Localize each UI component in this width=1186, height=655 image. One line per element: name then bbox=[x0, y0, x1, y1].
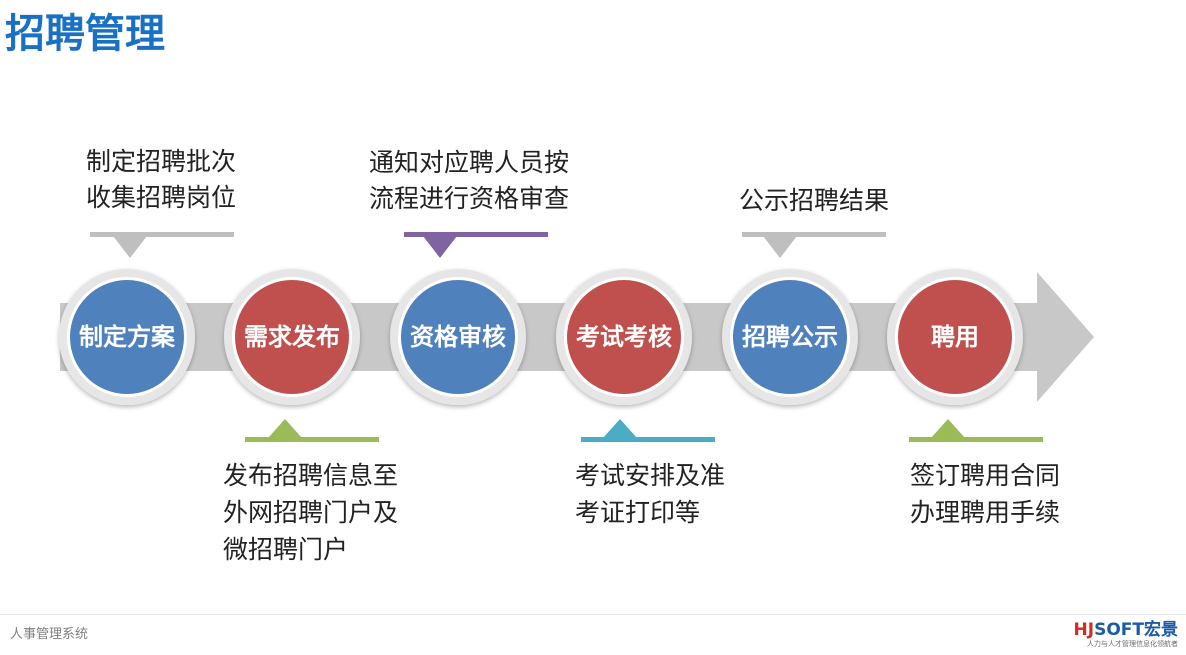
callout-pointer-3 bbox=[404, 232, 548, 258]
note-line: 公示招聘结果 bbox=[739, 186, 890, 215]
callout-bar bbox=[742, 232, 886, 237]
footer-divider bbox=[0, 614, 1186, 615]
step-label-4: 考试考核 bbox=[576, 323, 672, 351]
step-circle bbox=[733, 280, 847, 394]
step-note-5: 公示招聘结果 bbox=[739, 183, 889, 219]
note-line: 考试安排及准 bbox=[575, 461, 726, 490]
step-label-1: 制定方案 bbox=[79, 323, 175, 351]
step-note-2: 发布招聘信息至 外网招聘门户及 微招聘门户 bbox=[223, 457, 398, 568]
step-circle bbox=[567, 280, 681, 394]
note-line: 办理聘用手续 bbox=[910, 498, 1061, 527]
step-node-1 bbox=[59, 269, 195, 405]
step-circle bbox=[401, 280, 515, 394]
note-line: 通知对应聘人员按 bbox=[369, 148, 570, 177]
step-node-4 bbox=[556, 269, 692, 405]
step-node-3 bbox=[390, 269, 526, 405]
callout-pointer-1 bbox=[90, 232, 234, 258]
step-label-5: 招聘公示 bbox=[742, 323, 838, 351]
callout-triangle-down bbox=[113, 236, 147, 258]
logo-brand-red: HJ bbox=[1073, 620, 1095, 640]
callout-triangle-down bbox=[763, 236, 797, 258]
note-line: 流程进行资格审查 bbox=[369, 184, 570, 213]
step-label-3: 资格审核 bbox=[410, 323, 506, 351]
note-line: 外网招聘门户及 bbox=[223, 498, 399, 527]
logo-wordmark: HJSOFT宏景 bbox=[1074, 620, 1178, 640]
callout-triangle-up bbox=[268, 419, 302, 438]
logo-brand-cn: 宏景 bbox=[1144, 620, 1178, 640]
callout-bar bbox=[581, 437, 715, 442]
note-line: 微招聘门户 bbox=[223, 535, 349, 564]
note-line: 收集招聘岗位 bbox=[86, 183, 237, 212]
callout-bar bbox=[404, 232, 548, 237]
step-circle bbox=[235, 280, 349, 394]
footer-system-name: 人事管理系统 bbox=[10, 627, 89, 642]
step-node-5 bbox=[722, 269, 858, 405]
logo-slogan: 人力与人才管理信息化领航者 bbox=[1087, 640, 1178, 648]
callout-bar bbox=[909, 437, 1043, 442]
note-line: 考证打印等 bbox=[575, 498, 701, 527]
step-circle bbox=[898, 280, 1012, 394]
page-title: 招聘管理 bbox=[5, 11, 165, 57]
note-line: 发布招聘信息至 bbox=[223, 461, 399, 490]
callout-triangle-down bbox=[423, 236, 457, 258]
step-note-6: 签订聘用合同 办理聘用手续 bbox=[910, 457, 1060, 531]
step-label-6: 聘用 bbox=[931, 323, 979, 351]
callout-pointer-4 bbox=[581, 419, 715, 442]
step-note-4: 考试安排及准 考证打印等 bbox=[575, 457, 725, 531]
callout-pointer-6 bbox=[909, 419, 1043, 442]
callout-pointer-2 bbox=[245, 419, 379, 442]
callout-triangle-up bbox=[931, 419, 965, 438]
step-circle bbox=[70, 280, 184, 394]
callout-pointer-5 bbox=[742, 232, 886, 258]
logo-brand-blue: SOFT bbox=[1094, 620, 1144, 640]
callout-bar bbox=[245, 437, 379, 442]
note-line: 制定招聘批次 bbox=[86, 147, 237, 176]
callout-triangle-up bbox=[603, 419, 637, 438]
callout-bar bbox=[90, 232, 234, 237]
step-note-1: 制定招聘批次 收集招聘岗位 bbox=[86, 144, 236, 216]
step-label-2: 需求发布 bbox=[244, 323, 340, 351]
step-node-6 bbox=[887, 269, 1023, 405]
company-logo: HJSOFT宏景 人力与人才管理信息化领航者 bbox=[1074, 620, 1178, 649]
note-line: 签订聘用合同 bbox=[910, 461, 1061, 490]
step-note-3: 通知对应聘人员按 流程进行资格审查 bbox=[369, 145, 569, 217]
step-node-2 bbox=[224, 269, 360, 405]
